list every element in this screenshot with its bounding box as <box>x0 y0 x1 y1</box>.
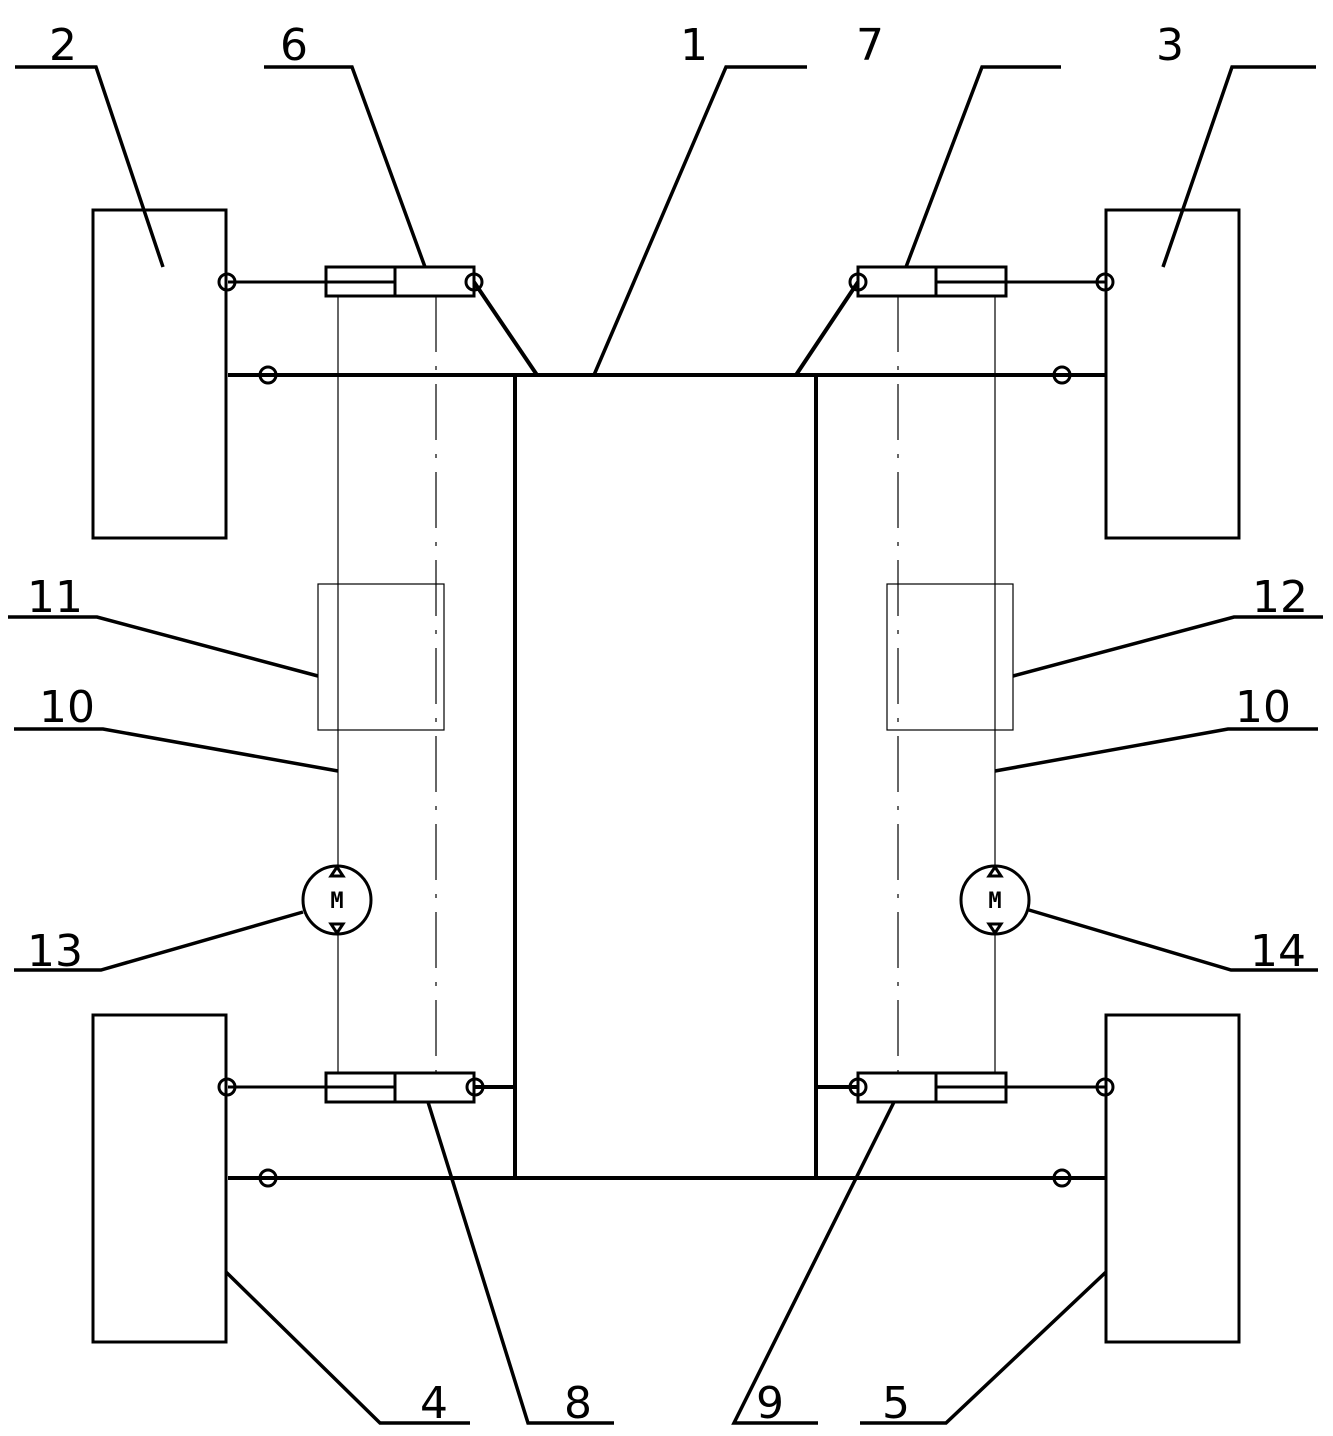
leader-line <box>426 1101 614 1425</box>
pivot-joint <box>1052 1168 1072 1188</box>
pipeline-right <box>897 296 996 1073</box>
ref-label-14: 14 <box>1250 926 1306 977</box>
cylinder-rear-left <box>217 1071 515 1104</box>
ref-label-1: 1 <box>680 20 708 71</box>
ref-label-9: 9 <box>756 1378 784 1429</box>
leader-line <box>8 615 319 678</box>
frame <box>228 365 1105 1188</box>
controller-right <box>886 583 1014 731</box>
ref-label-10-left: 10 <box>39 682 95 733</box>
cylinder-front-right <box>794 265 1115 377</box>
leader-line <box>904 65 1061 268</box>
flow-arrow-down-icon <box>986 922 1004 936</box>
ref-label-12: 12 <box>1252 572 1308 623</box>
leader-line <box>14 727 339 773</box>
flow-arrow-up-icon <box>986 864 1004 878</box>
cylinder-body <box>324 1071 476 1104</box>
pivot-joint <box>1095 272 1115 292</box>
leader-line <box>15 65 165 268</box>
leader-line <box>14 910 304 972</box>
leader-line <box>1012 615 1323 678</box>
leader-line <box>1028 908 1318 972</box>
controller-left <box>317 583 445 731</box>
wheel-front-right <box>1104 208 1241 540</box>
leader-line <box>994 727 1318 773</box>
leader-line <box>264 65 427 268</box>
linkage-arm <box>472 280 539 377</box>
cylinder-body <box>856 265 1008 298</box>
flow-arrow-up-icon <box>328 864 346 878</box>
pivot-joint <box>258 365 278 385</box>
pipeline-left <box>337 296 437 1073</box>
ref-label-2: 2 <box>49 20 77 71</box>
pivot-joint <box>217 272 237 292</box>
motor-right: M <box>959 864 1031 936</box>
cylinder-front-left <box>217 265 539 377</box>
pivot-joint <box>1052 365 1072 385</box>
ref-label-11: 11 <box>27 572 83 623</box>
leader-line <box>731 1101 896 1425</box>
ref-label-5: 5 <box>882 1378 910 1429</box>
pivot-joint <box>464 272 484 292</box>
leader-line <box>860 1270 1108 1425</box>
ref-label-7: 7 <box>856 20 884 71</box>
motor-symbol: M <box>988 889 1001 914</box>
flow-arrow-down-icon <box>328 922 346 936</box>
pivot-joint <box>258 1168 278 1188</box>
pivot-joint <box>217 1077 237 1097</box>
ref-label-3: 3 <box>1156 20 1184 71</box>
leader-line <box>1161 65 1316 268</box>
ref-label-8: 8 <box>564 1378 592 1429</box>
cylinder-rear-right <box>816 1071 1115 1104</box>
wheel-rear-right <box>1104 1013 1241 1344</box>
pivot-joint <box>1095 1077 1115 1097</box>
leader-line <box>592 65 807 376</box>
wheel-front-left <box>91 208 228 540</box>
ref-label-6: 6 <box>280 20 308 71</box>
linkage-arm <box>794 280 860 377</box>
motor-symbol: M <box>330 889 343 914</box>
motor-left: M <box>301 864 373 936</box>
wheel-rear-left <box>91 1013 228 1344</box>
ref-label-10-right: 10 <box>1235 682 1291 733</box>
leader-line <box>224 1270 470 1425</box>
ref-label-13: 13 <box>27 926 83 977</box>
ref-label-4: 4 <box>420 1378 448 1429</box>
pivot-joint <box>848 272 868 292</box>
cylinder-body <box>324 265 476 298</box>
